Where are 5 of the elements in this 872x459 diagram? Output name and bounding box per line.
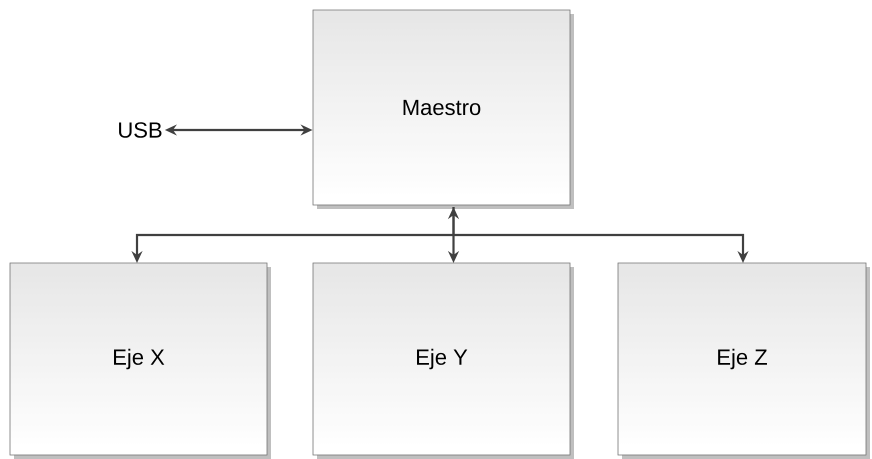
process-box: Eje X [10, 262, 271, 459]
port-label: USB [119, 122, 162, 138]
process-box: Maestro [312, 10, 574, 209]
process-box: Eje Z [618, 262, 870, 459]
process-box: Eje Y [312, 262, 574, 459]
